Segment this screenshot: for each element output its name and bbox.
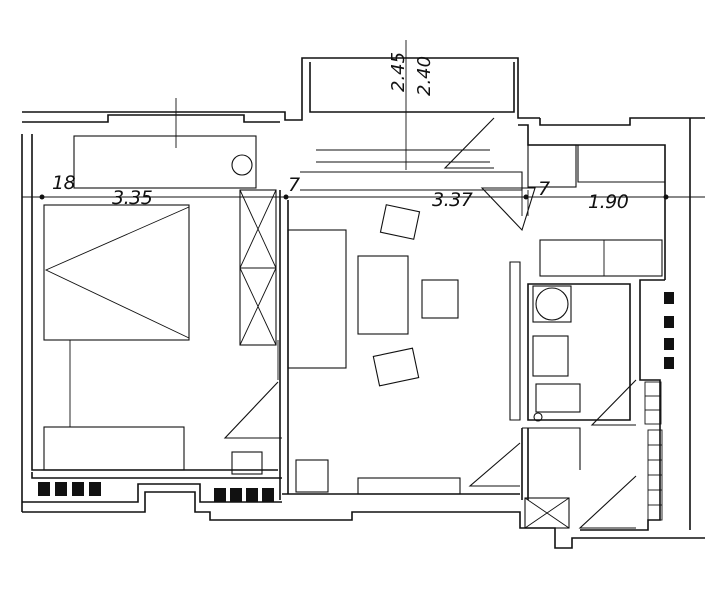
outer-walls: [21, 57, 705, 549]
living-room: [279, 117, 536, 500]
dim-partition-2: 7: [538, 178, 550, 200]
radiator-blocks-left: [38, 482, 274, 502]
service-rooms: [468, 144, 674, 529]
stair-steps: [644, 381, 663, 521]
dim-left-wall: 18: [52, 172, 76, 194]
bedroom: [38, 135, 282, 502]
dim-living-width: 3.37: [432, 189, 473, 211]
dim-right-width: 1.90: [588, 191, 629, 213]
dim-balcony-a: 2.45: [388, 52, 409, 92]
dim-partition-1: 7: [288, 174, 300, 196]
dim-balcony-b: 2.40: [414, 56, 435, 96]
dimension-line: [22, 40, 705, 216]
window-blocks-right: [664, 292, 674, 369]
dim-bedroom-width: 3.35: [112, 187, 153, 209]
